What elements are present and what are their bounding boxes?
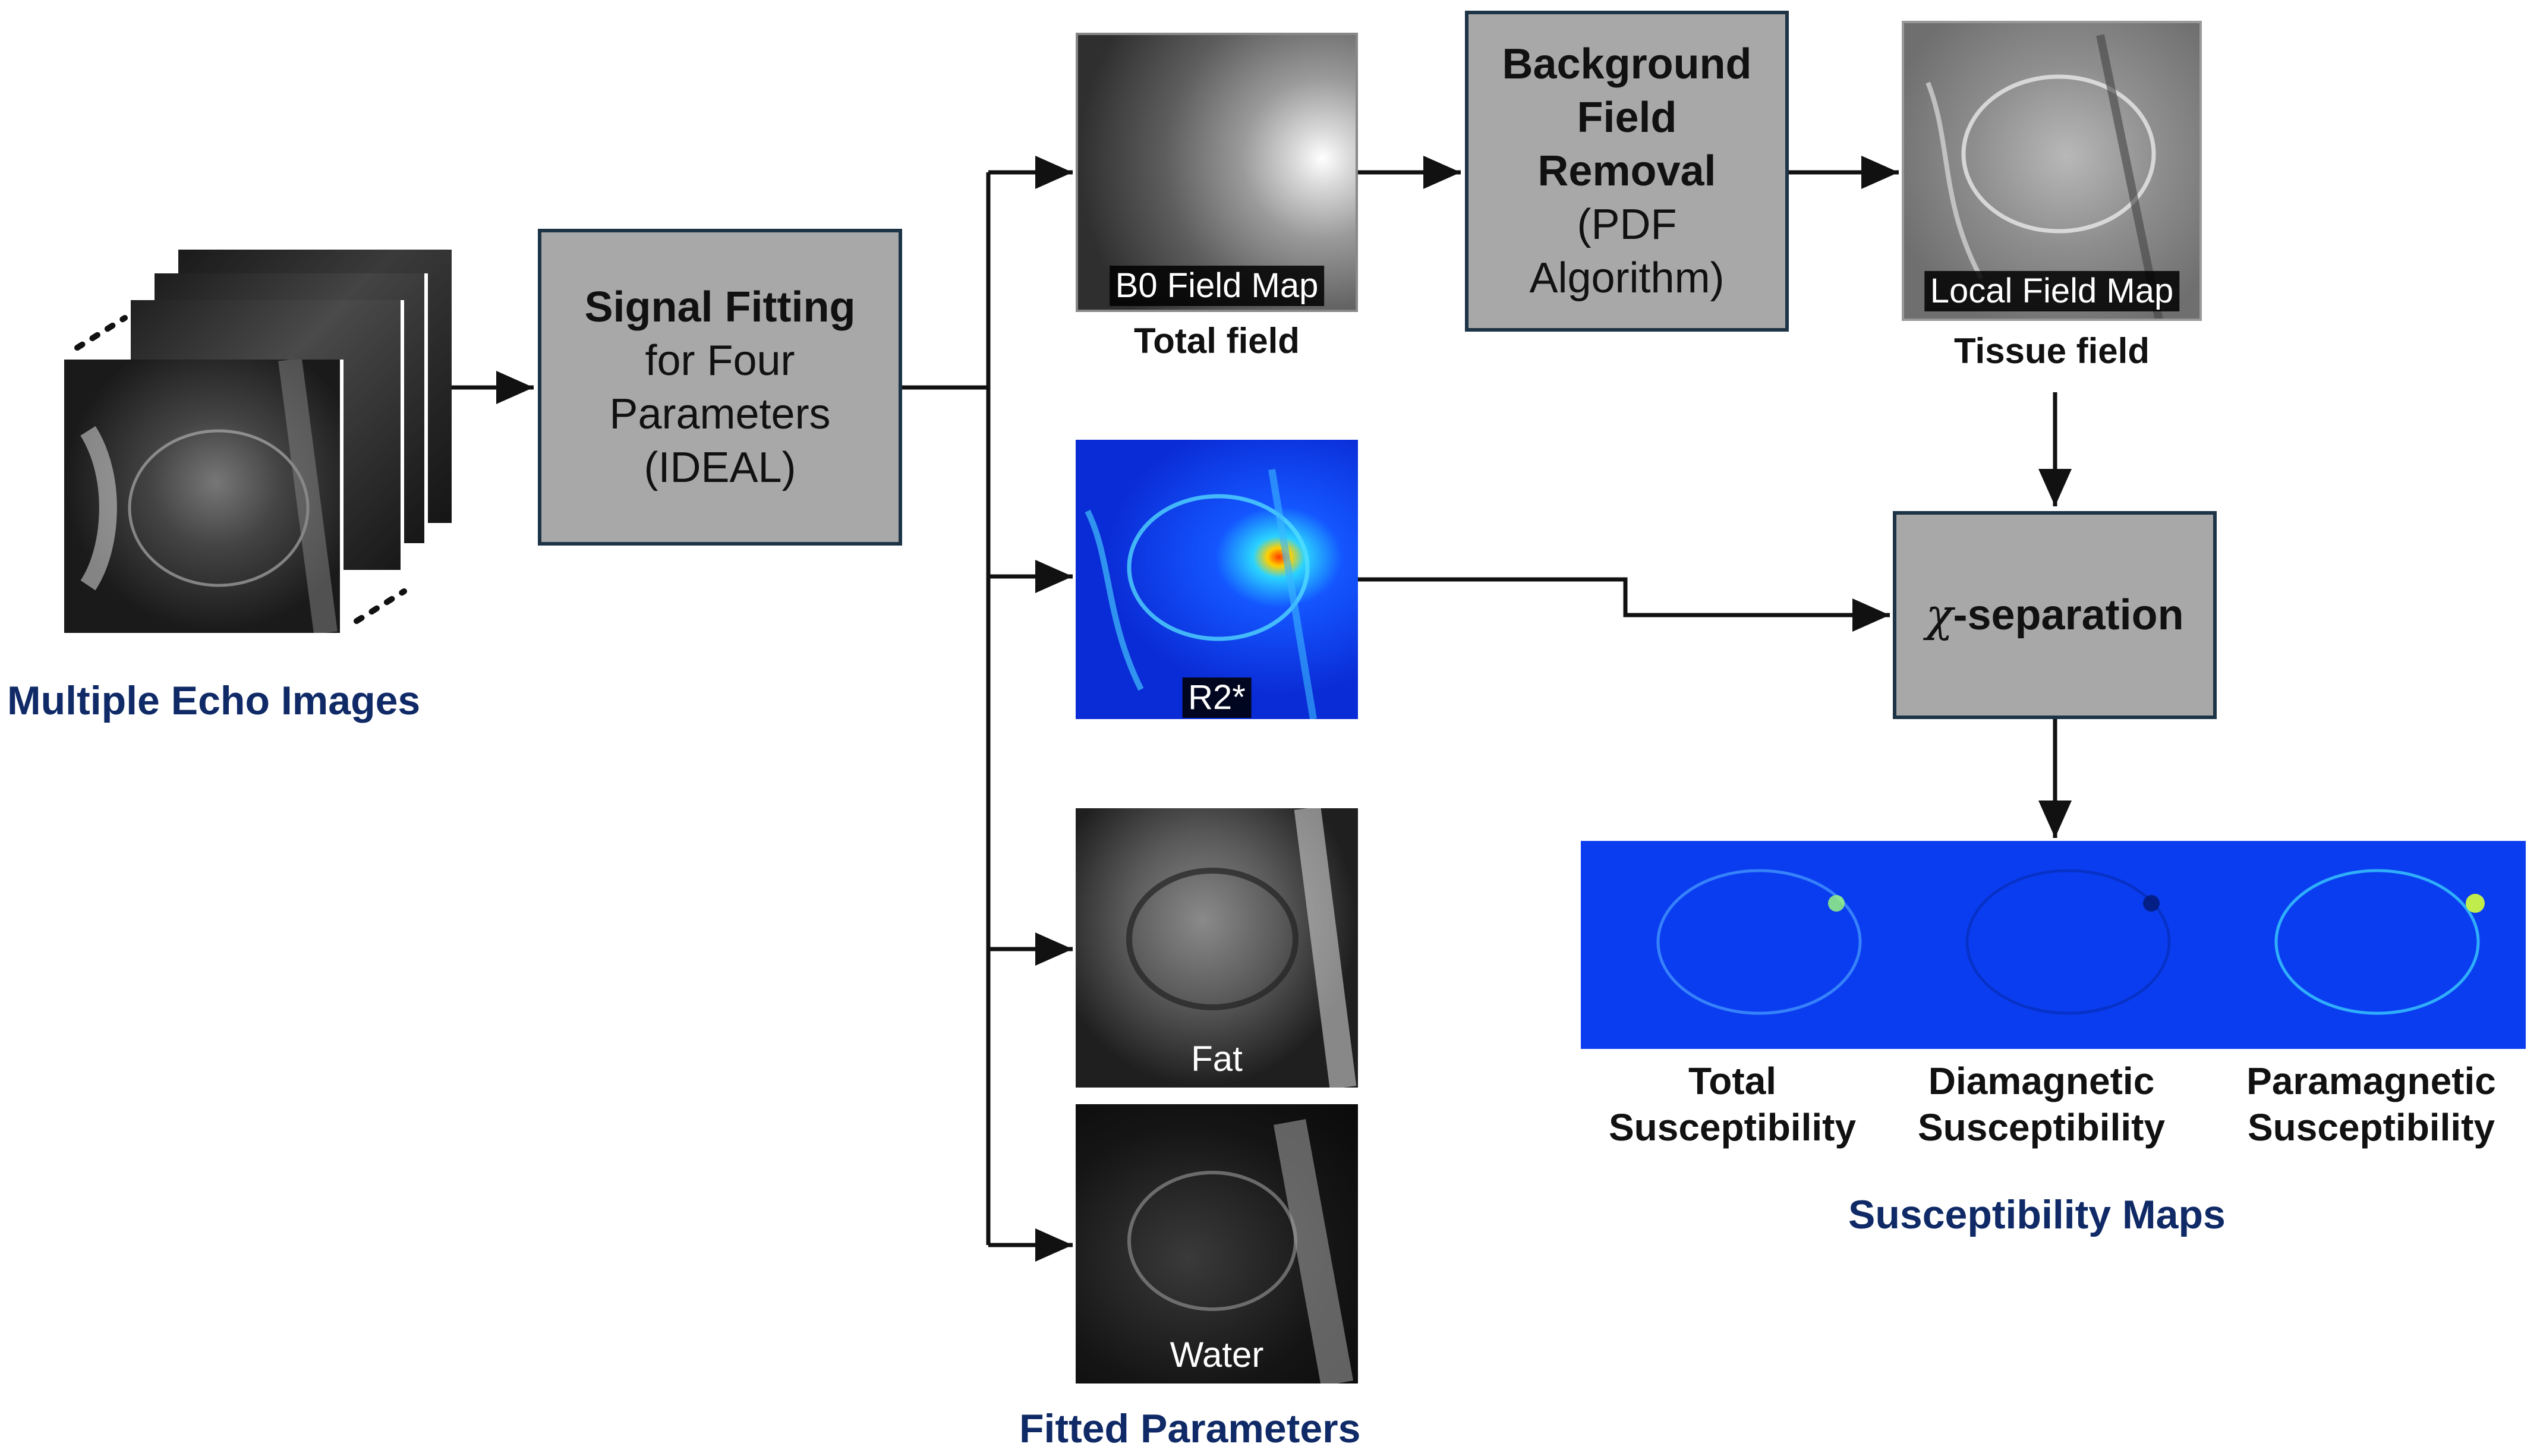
local-field-map-image: Local Field Map: [1902, 21, 2202, 321]
b0-caption: Total field: [1134, 321, 1300, 361]
map-label-para-line2: Susceptibility: [2247, 1106, 2495, 1149]
b0-overlay-label: B0 Field Map: [1109, 266, 1325, 306]
r2-overlay-label: R2*: [1182, 677, 1252, 718]
susceptibility-maps-detail: [1656, 869, 2485, 1015]
map-label-para-line1: Paramagnetic: [2246, 1060, 2496, 1102]
chi-symbol: χ: [1926, 588, 1953, 641]
susceptibility-maps-strip: [1581, 841, 2526, 1049]
fat-overlay-label: Fat: [1191, 1039, 1243, 1079]
r2-map-image: R2*: [1076, 440, 1358, 719]
knee-outline-r2: [1085, 469, 1317, 719]
map-label-total-line2: Susceptibility: [1608, 1106, 1857, 1149]
fat-map-image: Fat: [1076, 808, 1358, 1088]
local-overlay-label: Local Field Map: [1924, 271, 2180, 311]
multiple-echo-label: Multiple Echo Images: [7, 678, 421, 723]
bfr-line1: Background: [1502, 40, 1752, 88]
water-map-image: Water: [1076, 1104, 1358, 1383]
bfr-line2: Field: [1577, 94, 1677, 141]
bfr-line4: (PDF: [1577, 201, 1677, 248]
bfr-line3: Removal: [1537, 147, 1716, 195]
signal-fitting-line1: for Four: [645, 336, 795, 385]
arrow-r2-to-chi: [1358, 577, 1890, 632]
map-label-para: Paramagnetic Susceptibility: [2214, 1058, 2529, 1151]
map-label-total-line1: Total: [1688, 1060, 1777, 1102]
signal-fitting-line2: Parameters: [609, 390, 831, 438]
map-label-total: Total Susceptibility: [1575, 1058, 1890, 1151]
local-caption: Tissue field: [1953, 331, 2150, 371]
knee-outline-water: [1127, 1119, 1354, 1383]
chi-separation-box: χ -separation: [1893, 511, 2217, 719]
susceptibility-maps-label: Susceptibility Maps: [1848, 1192, 2226, 1237]
stack-dots-top: [74, 315, 128, 351]
signal-fitting-box: Signal Fitting for Four Parameters (IDEA…: [538, 229, 902, 546]
b0-field-map-image: B0 Field Map: [1076, 33, 1358, 312]
signal-fitting-line3: (IDEAL): [644, 443, 796, 491]
signal-fitting-title: Signal Fitting: [584, 283, 856, 331]
chi-text: -separation: [1953, 591, 2184, 639]
knee-outline-echo: [80, 360, 338, 633]
echo-image-1: [64, 360, 344, 633]
fitted-parameters-label: Fitted Parameters: [1019, 1406, 1361, 1451]
water-overlay-label: Water: [1170, 1335, 1264, 1375]
map-label-dia: Diamagnetic Susceptibility: [1884, 1058, 2199, 1151]
map-label-dia-line2: Susceptibility: [1917, 1106, 2166, 1149]
map-label-dia-line1: Diamagnetic: [1928, 1060, 2155, 1102]
knee-outline-fat: [1126, 808, 1357, 1088]
bfr-line5: Algorithm): [1529, 254, 1725, 302]
stack-dots-bottom: [354, 588, 407, 624]
background-field-removal-box: Background Field Removal (PDF Algorithm): [1465, 11, 1789, 332]
